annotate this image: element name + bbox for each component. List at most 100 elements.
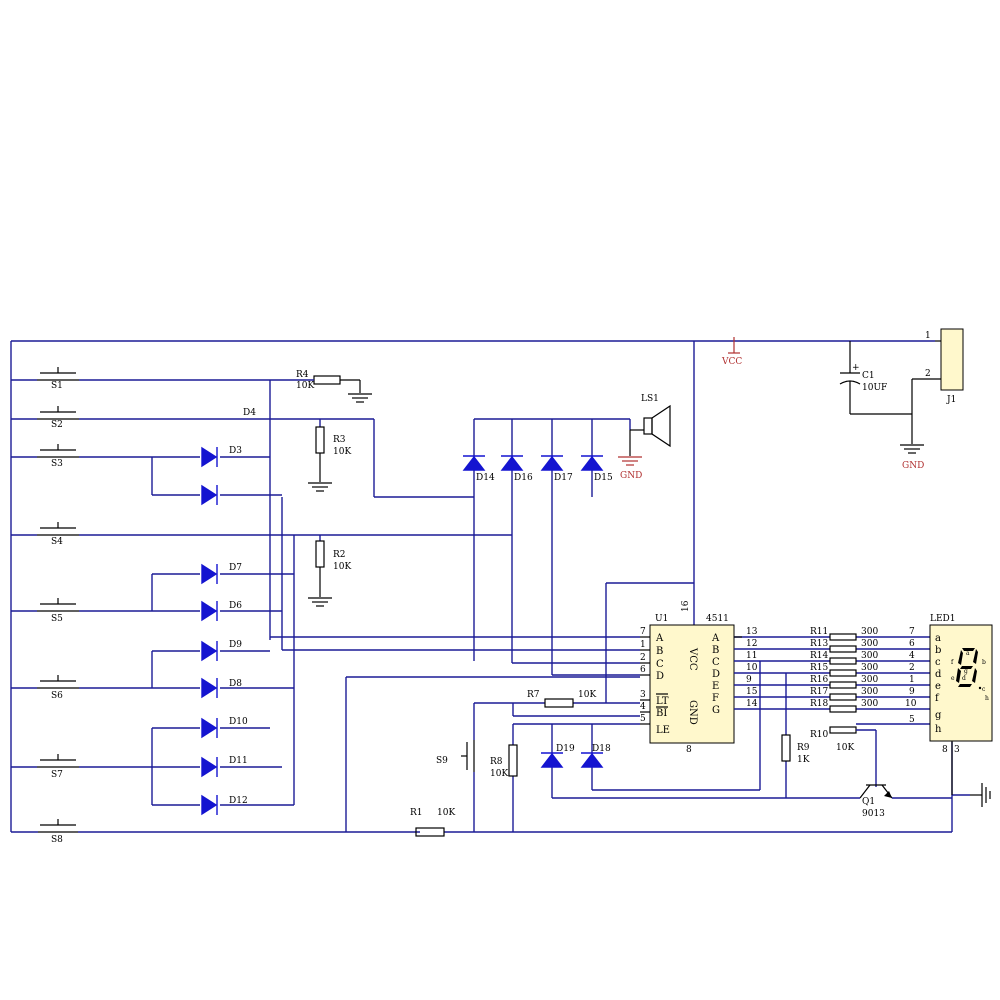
diode-matrix-wires — [151, 380, 640, 806]
u1-out-c: C — [712, 657, 720, 668]
s3-label: S3 — [51, 459, 63, 469]
r10-value: 10K — [836, 743, 854, 753]
r2-value: 10K — [333, 562, 351, 572]
diode-d17: D17 — [540, 455, 573, 483]
u1-bi: BI — [656, 708, 667, 719]
diode-d10: D10 — [201, 717, 248, 739]
diode-d14: D14 — [462, 455, 495, 483]
s4-label: S4 — [51, 537, 63, 547]
led-seg-b: b — [935, 645, 941, 656]
pin9: 9 — [746, 675, 752, 685]
led-pin9: 9 — [909, 687, 915, 697]
d14-label: D14 — [476, 473, 495, 483]
glyph-f: f — [951, 659, 954, 666]
glyph-d: d — [962, 675, 966, 682]
d19-label: D19 — [556, 744, 575, 754]
chip-vcc-pin: 16 — [681, 600, 691, 612]
u1-out-f: F — [712, 693, 719, 704]
diode-unlabeled-s3b — [201, 484, 218, 506]
j1-pin2: 2 — [925, 369, 931, 379]
led1-label: LED1 — [930, 614, 956, 624]
diode-d19: D19 — [540, 744, 575, 768]
r7-value: 10K — [578, 690, 596, 700]
r1-label: R1 — [410, 808, 423, 818]
led-pin10: 10 — [905, 699, 917, 709]
r13-value: 300 — [861, 639, 878, 649]
u1-out-b: B — [712, 645, 719, 656]
pin10: 10 — [746, 663, 758, 673]
d9-label: D9 — [229, 640, 242, 650]
pin11: 11 — [746, 651, 757, 661]
d4-label: D4 — [243, 408, 256, 418]
r3-label: R3 — [333, 435, 346, 445]
c1-label: C1 — [862, 371, 875, 381]
r11-value: 300 — [861, 627, 878, 637]
led-pin7: 7 — [909, 627, 915, 637]
r2-label: R2 — [333, 550, 346, 560]
led-pin2: 2 — [909, 663, 915, 673]
u1-out-d: D — [712, 669, 720, 680]
switch-s5: S5 — [11, 598, 152, 624]
d8-label: D8 — [229, 679, 242, 689]
d11-label: D11 — [229, 756, 248, 766]
d15-label: D15 — [594, 473, 613, 483]
connector-j1: 1 2 J1 — [911, 328, 964, 444]
r8-value: 10K — [490, 769, 508, 779]
d17-label: D17 — [554, 473, 573, 483]
switch-s9: S9 — [436, 740, 475, 772]
led-seg-f: f — [935, 693, 940, 704]
vcc-label: VCC — [721, 357, 742, 367]
chip-ref: U1 — [655, 614, 668, 624]
u1-pin3: 3 — [640, 690, 646, 700]
u1-pin6: 6 — [640, 665, 646, 675]
s5-label: S5 — [51, 614, 63, 624]
diode-d7: D7 — [201, 563, 242, 585]
switch-s2: S2 — [11, 406, 374, 430]
u1-out-g: G — [712, 705, 720, 716]
resistor-r4: R4 10K — [270, 370, 372, 403]
chip-part: 4511 — [706, 614, 729, 624]
r4-label: R4 — [296, 370, 309, 380]
u1-pin7: 7 — [640, 627, 646, 637]
pin15: 15 — [746, 687, 758, 697]
r9-value: 1K — [797, 755, 810, 765]
led-pin4: 4 — [909, 651, 915, 661]
s6-label: S6 — [51, 691, 63, 701]
j1-label: J1 — [946, 395, 956, 405]
diode-d11: D11 — [201, 756, 248, 778]
diodes-matrix: D3 D7 D6 D9 D8 D10 D11 — [201, 408, 256, 816]
speaker-gnd-label: GND — [620, 471, 642, 481]
diode-d6: D6 — [201, 600, 242, 622]
r4-value: 10K — [296, 381, 314, 391]
r17-value: 300 — [861, 687, 878, 697]
r14-value: 300 — [861, 651, 878, 661]
d12-label: D12 — [229, 796, 248, 806]
led-seg-e: e — [935, 681, 941, 692]
led-seg-a: a — [935, 633, 941, 644]
led-pin1: 1 — [909, 675, 915, 685]
r3-value: 10K — [333, 447, 351, 457]
r18-label: R18 — [810, 699, 829, 709]
r15-label: R15 — [810, 663, 829, 673]
vcc-symbol: VCC — [721, 337, 742, 367]
ls1-label: LS1 — [641, 394, 659, 404]
s2-label: S2 — [51, 420, 63, 430]
led-pin5: 5 — [909, 715, 915, 725]
resistor-r3: R3 10K — [308, 419, 351, 492]
u1-out-a: A — [711, 633, 720, 644]
q1-part: 9013 — [862, 809, 885, 819]
diode-d3: D3 — [201, 446, 242, 468]
chip-gnd-label: GND — [687, 700, 698, 725]
r16-label: R16 — [810, 675, 829, 685]
resistor-r7: R7 10K — [527, 690, 596, 708]
r17-label: R17 — [810, 687, 829, 697]
switch-s7: S7 — [11, 754, 152, 780]
u1-pin2: 2 — [640, 653, 646, 663]
r7-label: R7 — [527, 690, 540, 700]
segment-resistors — [734, 633, 930, 734]
resistor-r2: R2 10K — [308, 535, 351, 607]
chip-vcc-label: VCC — [687, 647, 698, 671]
led-seg-g: g — [935, 710, 942, 721]
u1-pin4: 4 — [640, 702, 646, 712]
r9-label: R9 — [797, 743, 810, 753]
